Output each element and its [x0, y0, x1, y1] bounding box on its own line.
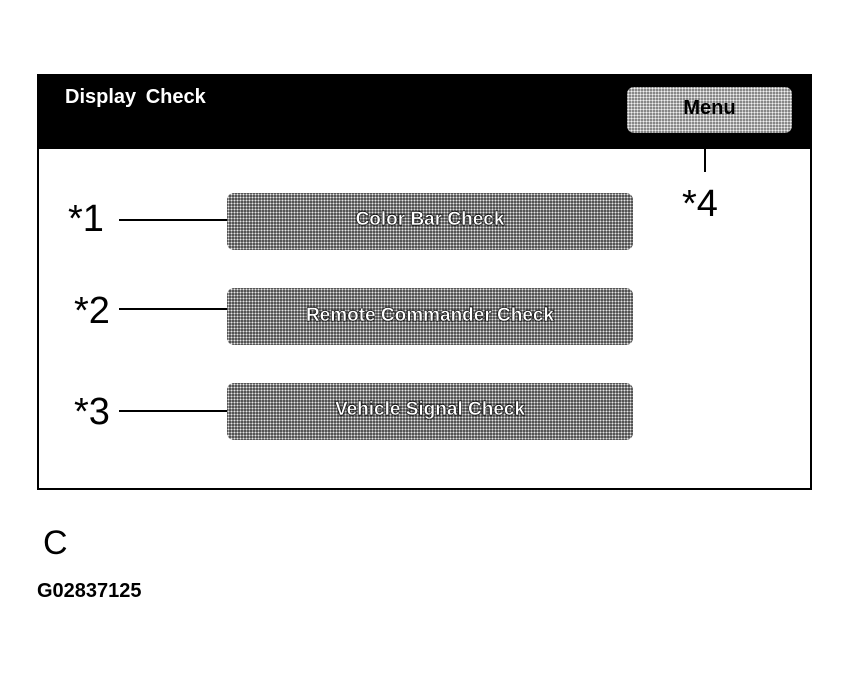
- color-bar-check-button[interactable]: Color Bar Check: [227, 193, 633, 250]
- remote-commander-check-button[interactable]: Remote Commander Check: [227, 288, 633, 345]
- callout-2-leader: [119, 308, 227, 310]
- figure-letter: C: [43, 524, 68, 562]
- callout-4-label: *4: [682, 183, 718, 225]
- screen-title: Display Check: [65, 86, 206, 108]
- callout-1-leader: [119, 219, 227, 221]
- callout-1-label: *1: [68, 198, 104, 240]
- callout-2-label: *2: [74, 290, 110, 332]
- callout-3-leader: [119, 410, 227, 412]
- vehicle-signal-check-button[interactable]: Vehicle Signal Check: [227, 383, 633, 440]
- title-bar: Display Check Menu: [39, 76, 810, 149]
- callout-4-leader: [704, 148, 706, 172]
- figure-code: G02837125: [37, 580, 142, 602]
- display-check-screen: Display Check Menu Color Bar Check Remot…: [37, 74, 812, 490]
- callout-3-label: *3: [74, 391, 110, 433]
- menu-button[interactable]: Menu: [627, 87, 792, 133]
